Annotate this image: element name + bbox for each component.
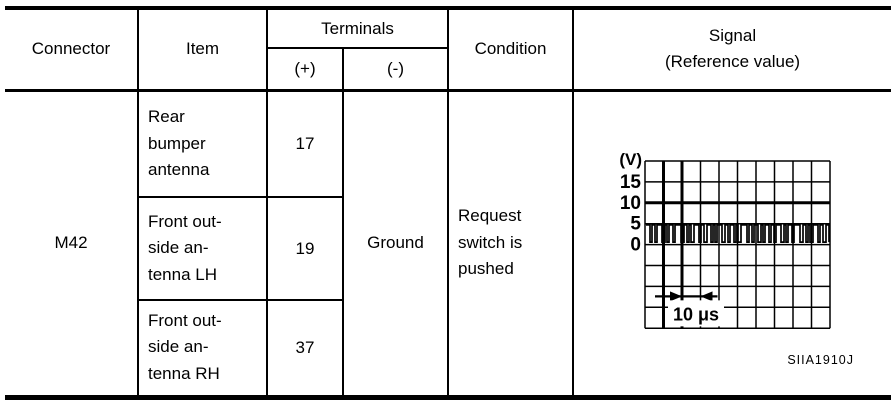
- header-connector: Connector: [5, 7, 139, 92]
- scope-unit-label: (V): [619, 150, 642, 169]
- signal-reference-table: Connector Item Terminals Condition Signa…: [5, 6, 891, 400]
- scope-y-tick-label: 0: [630, 234, 641, 255]
- scope-y-tick-label: 15: [620, 171, 642, 192]
- figure-code: SIIA1910J: [787, 353, 854, 367]
- cell-terminal-plus-37: 37: [266, 298, 344, 399]
- header-terminals: Terminals: [266, 7, 449, 49]
- cell-connector: M42: [5, 89, 139, 398]
- cell-terminal-minus-ground: Ground: [342, 89, 449, 398]
- scope-waveform: [646, 223, 830, 243]
- scope-time-label: 10 μs: [673, 304, 719, 324]
- cell-item-front-outside-antenna-lh: Front out- side an- tenna LH: [137, 196, 268, 301]
- cell-item-front-outside-antenna-rh: Front out- side an- tenna RH: [137, 298, 268, 399]
- arrow-left-icon: [700, 290, 713, 301]
- header-terminal-plus: (+): [266, 47, 344, 92]
- scope-y-tick-label: 5: [630, 213, 641, 234]
- cell-item-rear-bumper-antenna: Rear bumper antenna: [137, 88, 268, 199]
- header-item: Item: [137, 7, 268, 92]
- cell-condition: Request switch is pushed: [447, 89, 574, 398]
- cell-terminal-plus-19: 19: [266, 196, 344, 301]
- scope-time-label-bg: [668, 299, 724, 326]
- header-condition: Condition: [447, 7, 574, 92]
- header-terminal-minus: (-): [342, 47, 449, 92]
- arrow-right-icon: [670, 290, 682, 301]
- header-signal: Signal (Reference value): [572, 7, 891, 92]
- cell-terminal-plus-17: 17: [266, 88, 344, 199]
- scope-y-tick-label: 10: [620, 192, 641, 213]
